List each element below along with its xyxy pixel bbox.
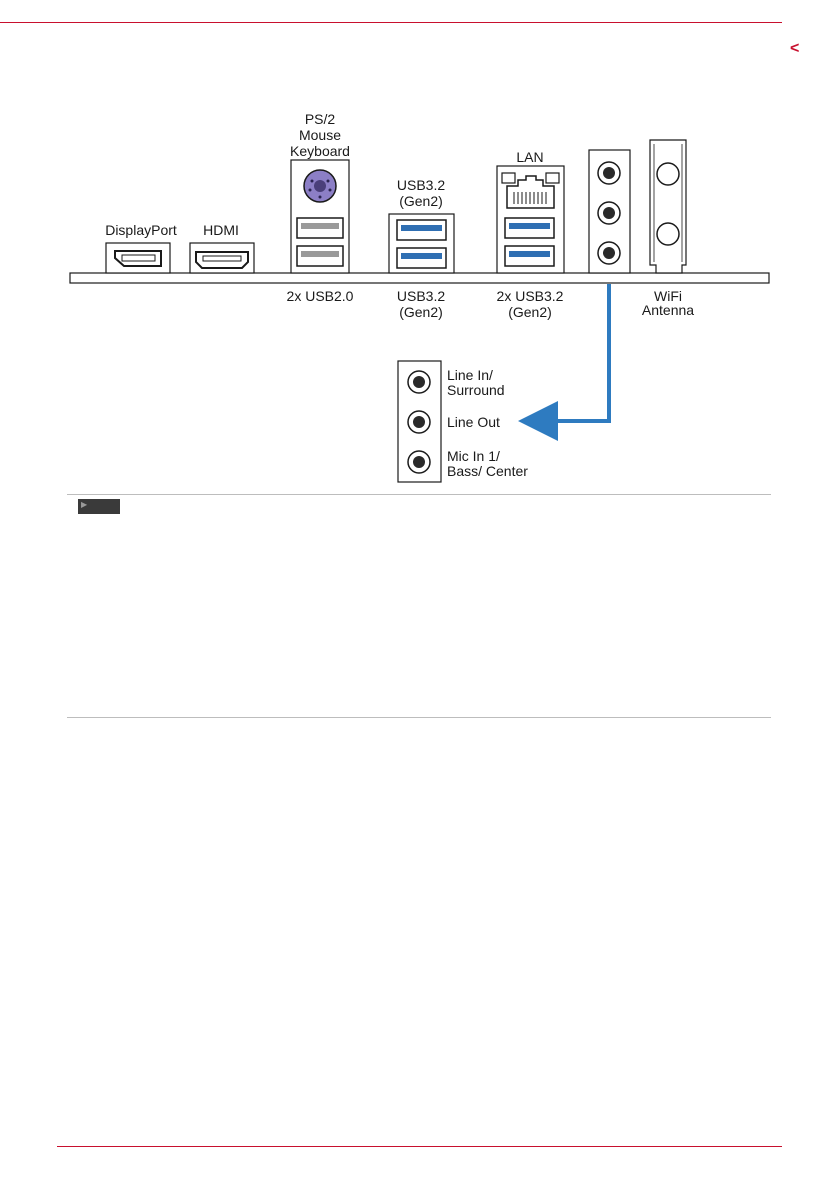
label-ps2-line1: PS/2 [305, 111, 336, 127]
label-usb32-bottom-line2: (Gen2) [399, 304, 443, 320]
usb20-port-1 [297, 218, 343, 238]
audio-detail-panel [398, 361, 441, 482]
label-displayport: DisplayPort [105, 222, 177, 238]
io-panel-diagram: DisplayPort HDMI PS/2 Mouse Keyboard USB… [0, 0, 839, 490]
label-ps2-line2: Mouse [299, 127, 341, 143]
lan-port [502, 173, 559, 208]
label-line-in-2: Surround [447, 382, 505, 398]
label-line-in-1: Line In/ [447, 367, 493, 383]
label-line-out: Line Out [447, 414, 500, 430]
label-wifi-line2: Antenna [642, 302, 694, 318]
ps2-usb20-stack [291, 160, 349, 273]
label-usb32-top-line1: USB3.2 [397, 177, 445, 193]
usb32-stack [389, 214, 454, 273]
label-usb20-bottom: 2x USB2.0 [287, 288, 354, 304]
label-ps2-line3: Keyboard [290, 143, 350, 159]
footer-rule [57, 1146, 782, 1147]
usb32-lan-port-1 [505, 218, 554, 238]
note-tag: ▶ [78, 499, 120, 514]
wifi-antenna-bracket [650, 140, 686, 273]
lan-usb32-stack [497, 166, 564, 273]
label-mic-in-2: Bass/ Center [447, 463, 528, 479]
label-usb32-bottom-line1: USB3.2 [397, 288, 445, 304]
label-hdmi: HDMI [203, 222, 239, 238]
note-bottom-rule [67, 717, 771, 718]
label-mic-in-1: Mic In 1/ [447, 448, 500, 464]
usb32-port-1 [397, 220, 446, 240]
hdmi-port [190, 243, 254, 273]
label-usb32x2-bottom-line1: 2x USB3.2 [497, 288, 564, 304]
audio-jack-column [589, 150, 630, 273]
io-baseplate [70, 273, 769, 283]
label-lan: LAN [516, 149, 543, 165]
usb32-port-2 [397, 248, 446, 268]
usb32-lan-port-2 [505, 246, 554, 266]
displayport-port [106, 243, 170, 273]
label-usb32x2-bottom-line2: (Gen2) [508, 304, 552, 320]
note-tag-arrow-icon: ▶ [81, 500, 87, 509]
note-top-rule [67, 494, 771, 495]
usb20-port-2 [297, 246, 343, 266]
label-usb32-top-line2: (Gen2) [399, 193, 443, 209]
